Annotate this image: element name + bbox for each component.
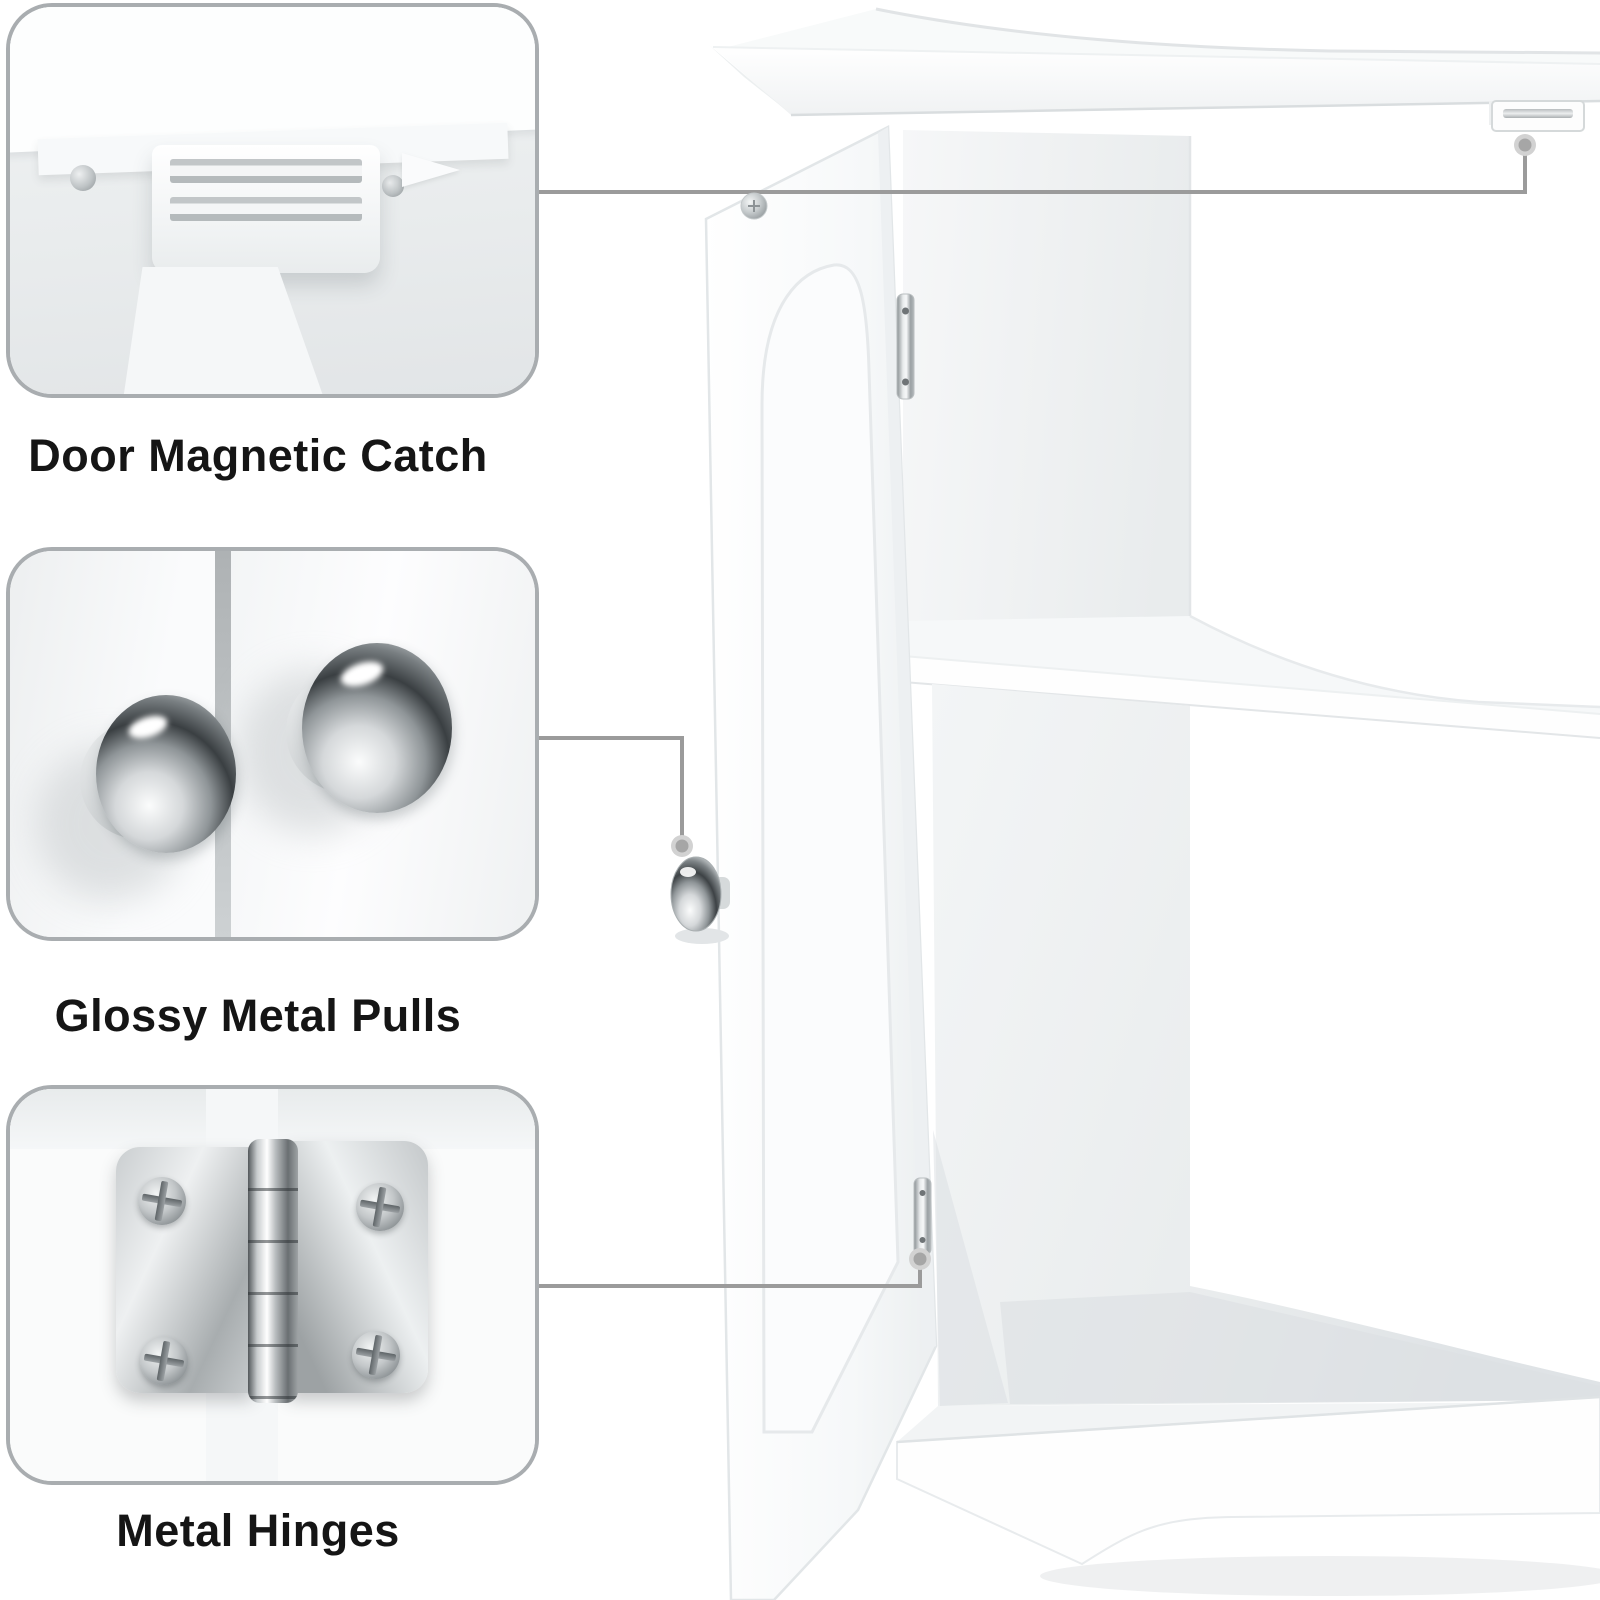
catch-door-edge-tip [402,153,460,187]
cabinet-top-board [709,7,1600,117]
cabinet-interior [896,130,1600,1596]
leader-dot-pulls [671,835,693,857]
leader-line-pulls [539,736,684,838]
hinge-screw-bottom-left [140,1337,188,1385]
door-hinge-bottom [913,1177,932,1256]
inset-magnetic-catch [6,3,539,398]
hinge-screw-top-right [356,1183,404,1231]
door-arch-panel [760,263,900,1434]
leader-dot-catch [1514,134,1536,156]
magnetic-catch-body [152,145,380,273]
magnetic-catch-plate [1489,100,1585,132]
floor-shadow [1040,1556,1600,1596]
leader-line-catch [539,152,1527,194]
lower-back-wall [932,684,1600,1406]
middle-shelf [902,614,1600,739]
leader-dot-hinges [909,1248,931,1270]
hinge-screw-bottom-right [352,1331,400,1379]
inset-metal-pulls [6,547,539,941]
caption-metal-hinges: Metal Hinges [116,1505,400,1556]
catch-screw-right [382,175,404,197]
hinge-assembly [116,1139,428,1405]
upper-back-wall [903,130,1190,624]
inset-metal-hinges [6,1085,539,1485]
leader-line-hinges [539,1268,922,1288]
door-screw-cap [740,192,768,220]
door-hinge-top [896,293,915,400]
catch-metal-strip-bottom [170,197,362,221]
caption-door-magnetic-catch: Door Magnetic Catch [28,430,488,481]
door-knob [670,856,730,944]
cabinet-door [670,125,938,1600]
catch-metal-strip-top [170,159,362,183]
cabinet-base [896,1395,1600,1566]
hinge-barrel [248,1139,298,1403]
hinge-screw-top-left [138,1177,186,1225]
caption-glossy-metal-pulls: Glossy Metal Pulls [54,990,462,1041]
catch-screw-left [70,165,96,191]
